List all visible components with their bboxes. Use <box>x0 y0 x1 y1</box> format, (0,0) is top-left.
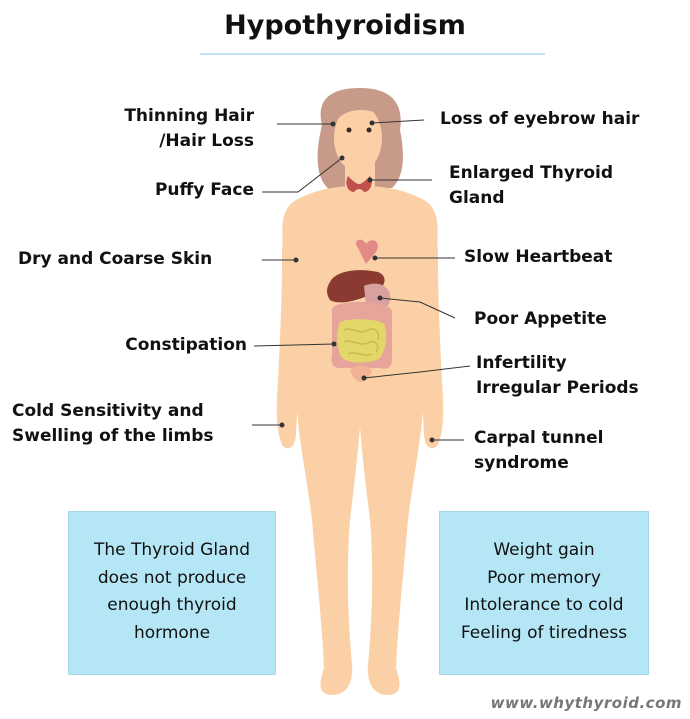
right-eye <box>367 128 372 133</box>
info-box-left: The Thyroid Gland does not produce enoug… <box>68 511 276 675</box>
label-eyebrow-hair: Loss of eyebrow hair <box>440 107 639 132</box>
label-puffy-face: Puffy Face <box>155 178 254 203</box>
label-infertility: Infertility Irregular Periods <box>476 351 639 401</box>
intestines <box>331 302 392 369</box>
label-dry-skin: Dry and Coarse Skin <box>18 247 212 272</box>
left-eye <box>347 128 352 133</box>
info-box-right: Weight gain Poor memory Intolerance to c… <box>439 511 649 675</box>
label-constipation: Constipation <box>125 333 247 358</box>
label-cold-sensitivity: Cold Sensitivity and Swelling of the lim… <box>12 399 213 449</box>
footer-watermark: www.whythyroid.com <box>491 694 682 712</box>
label-thinning-hair: Thinning Hair /Hair Loss <box>124 104 254 154</box>
label-carpal-tunnel: Carpal tunnel syndrome <box>474 426 604 476</box>
label-slow-heartbeat: Slow Heartbeat <box>464 245 612 270</box>
label-poor-appetite: Poor Appetite <box>474 307 607 332</box>
label-enlarged-thyroid: Enlarged Thyroid Gland <box>449 161 613 211</box>
